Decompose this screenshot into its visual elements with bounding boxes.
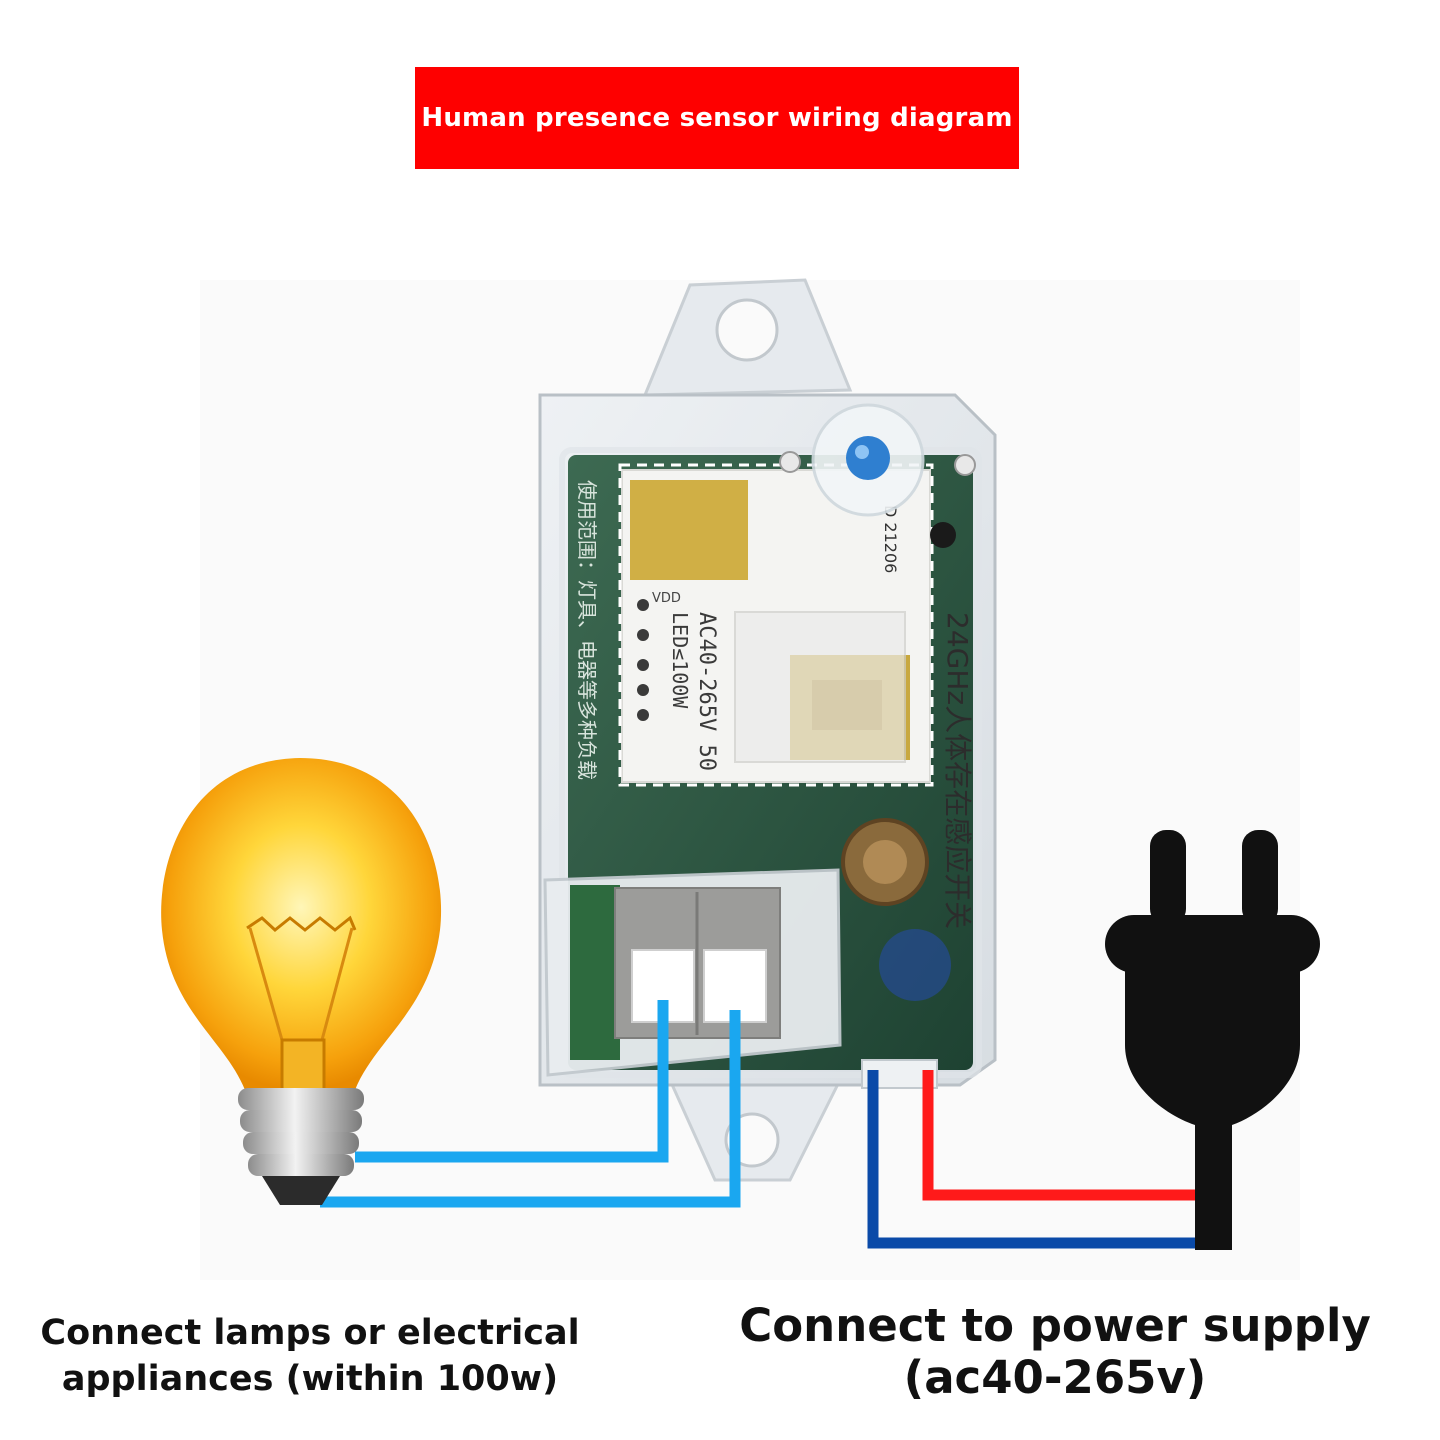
sensor-device: VDD D 21206 24GHz人体存在感应开关 AC40-265V 50 L… — [538, 278, 997, 1182]
neutral-wire — [867, 1070, 1197, 1249]
device-vertical-label: 24GHz人体存在感应开关 — [941, 612, 974, 929]
pin-label: VDD — [652, 591, 681, 606]
model-label: D 21206 — [881, 505, 900, 573]
lamp-caption-line-1: Connect lamps or electrical — [40, 1313, 580, 1353]
power-wires — [867, 1070, 1197, 1249]
power-caption: Connect to power supply (ac40-265v) — [720, 1300, 1390, 1404]
power-caption-line-2: (ac40-265v) — [903, 1351, 1207, 1404]
lamp-caption: Connect lamps or electrical appliances (… — [30, 1310, 590, 1402]
light-bulb-icon — [161, 758, 442, 1205]
live-wire — [922, 1070, 1197, 1201]
device-spec-text-2: LED≤100W — [668, 612, 692, 709]
lamp-caption-line-2: appliances (within 100w) — [61, 1359, 559, 1399]
lamp-wires — [320, 1000, 741, 1208]
device-usage-note: 使用范围：灯具、电器等多种负载 — [575, 480, 599, 780]
lamp-wire-2 — [320, 1010, 741, 1208]
title-banner: Human presence sensor wiring diagram — [415, 67, 1019, 169]
lamp-wire-1 — [355, 1000, 669, 1163]
power-plug-icon — [1105, 830, 1320, 1250]
power-caption-line-1: Connect to power supply — [739, 1299, 1371, 1352]
device-spec-text: AC40-265V 50 — [694, 612, 719, 771]
